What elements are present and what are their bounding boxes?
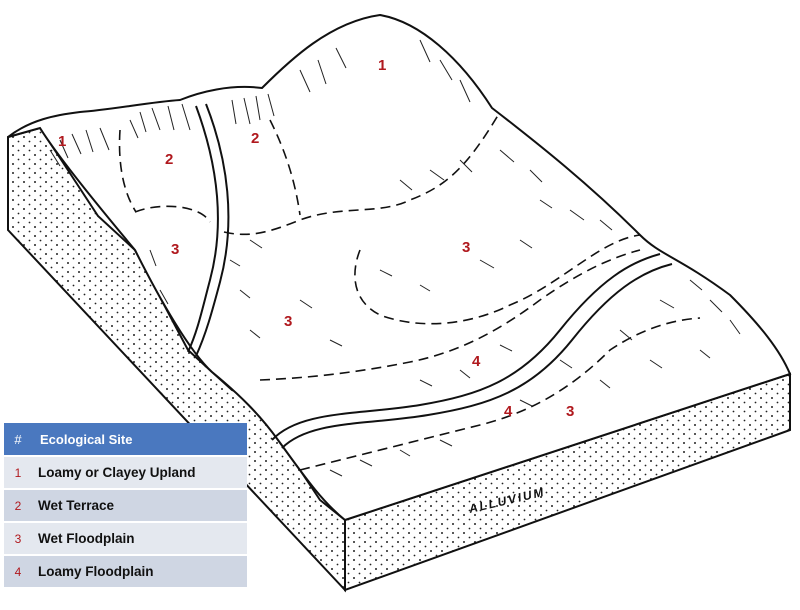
ecological-site-legend: # Ecological Site 1 Loamy or Clayey Upla… bbox=[4, 423, 247, 587]
legend-row-label: Wet Terrace bbox=[32, 488, 247, 522]
legend-row-num: 4 bbox=[4, 554, 32, 587]
legend-header-num: # bbox=[4, 423, 32, 456]
legend-row-label: Loamy Floodplain bbox=[32, 554, 247, 587]
landscape-surface bbox=[7, 13, 792, 522]
site-label-1-top: 1 bbox=[378, 57, 386, 74]
legend-header: # Ecological Site bbox=[4, 423, 247, 456]
site-label-3-right: 3 bbox=[462, 239, 470, 256]
legend-row-num: 3 bbox=[4, 521, 32, 555]
site-label-2-left: 2 bbox=[165, 151, 173, 168]
legend-row-label: Loamy or Clayey Upland bbox=[32, 455, 247, 489]
main-river-bank bbox=[281, 263, 673, 449]
site-label-3-left: 3 bbox=[171, 241, 179, 258]
site-label-3-center: 3 bbox=[284, 313, 292, 330]
site-label-4-lower: 4 bbox=[504, 403, 513, 420]
legend-row: 2 Wet Terrace bbox=[4, 488, 247, 522]
legend-row: 3 Wet Floodplain bbox=[4, 521, 247, 555]
legend-header-label: Ecological Site bbox=[32, 423, 247, 456]
site-label-4-upper: 4 bbox=[472, 353, 481, 370]
legend-row-label: Wet Floodplain bbox=[32, 521, 247, 555]
site-label-2-mid: 2 bbox=[251, 130, 259, 147]
site-label-3-lower: 3 bbox=[566, 403, 574, 420]
site-boundaries bbox=[118, 111, 701, 471]
legend-row-num: 1 bbox=[4, 455, 32, 489]
main-river-channel bbox=[271, 253, 661, 441]
terrain-hachures bbox=[49, 39, 741, 477]
legend-row-num: 2 bbox=[4, 488, 32, 522]
legend-row: 1 Loamy or Clayey Upland bbox=[4, 455, 247, 489]
legend-row: 4 Loamy Floodplain bbox=[4, 554, 247, 587]
site-label-1-left: 1 bbox=[58, 133, 66, 150]
left-stream-bank bbox=[195, 103, 230, 357]
left-stream-channel bbox=[187, 105, 219, 353]
